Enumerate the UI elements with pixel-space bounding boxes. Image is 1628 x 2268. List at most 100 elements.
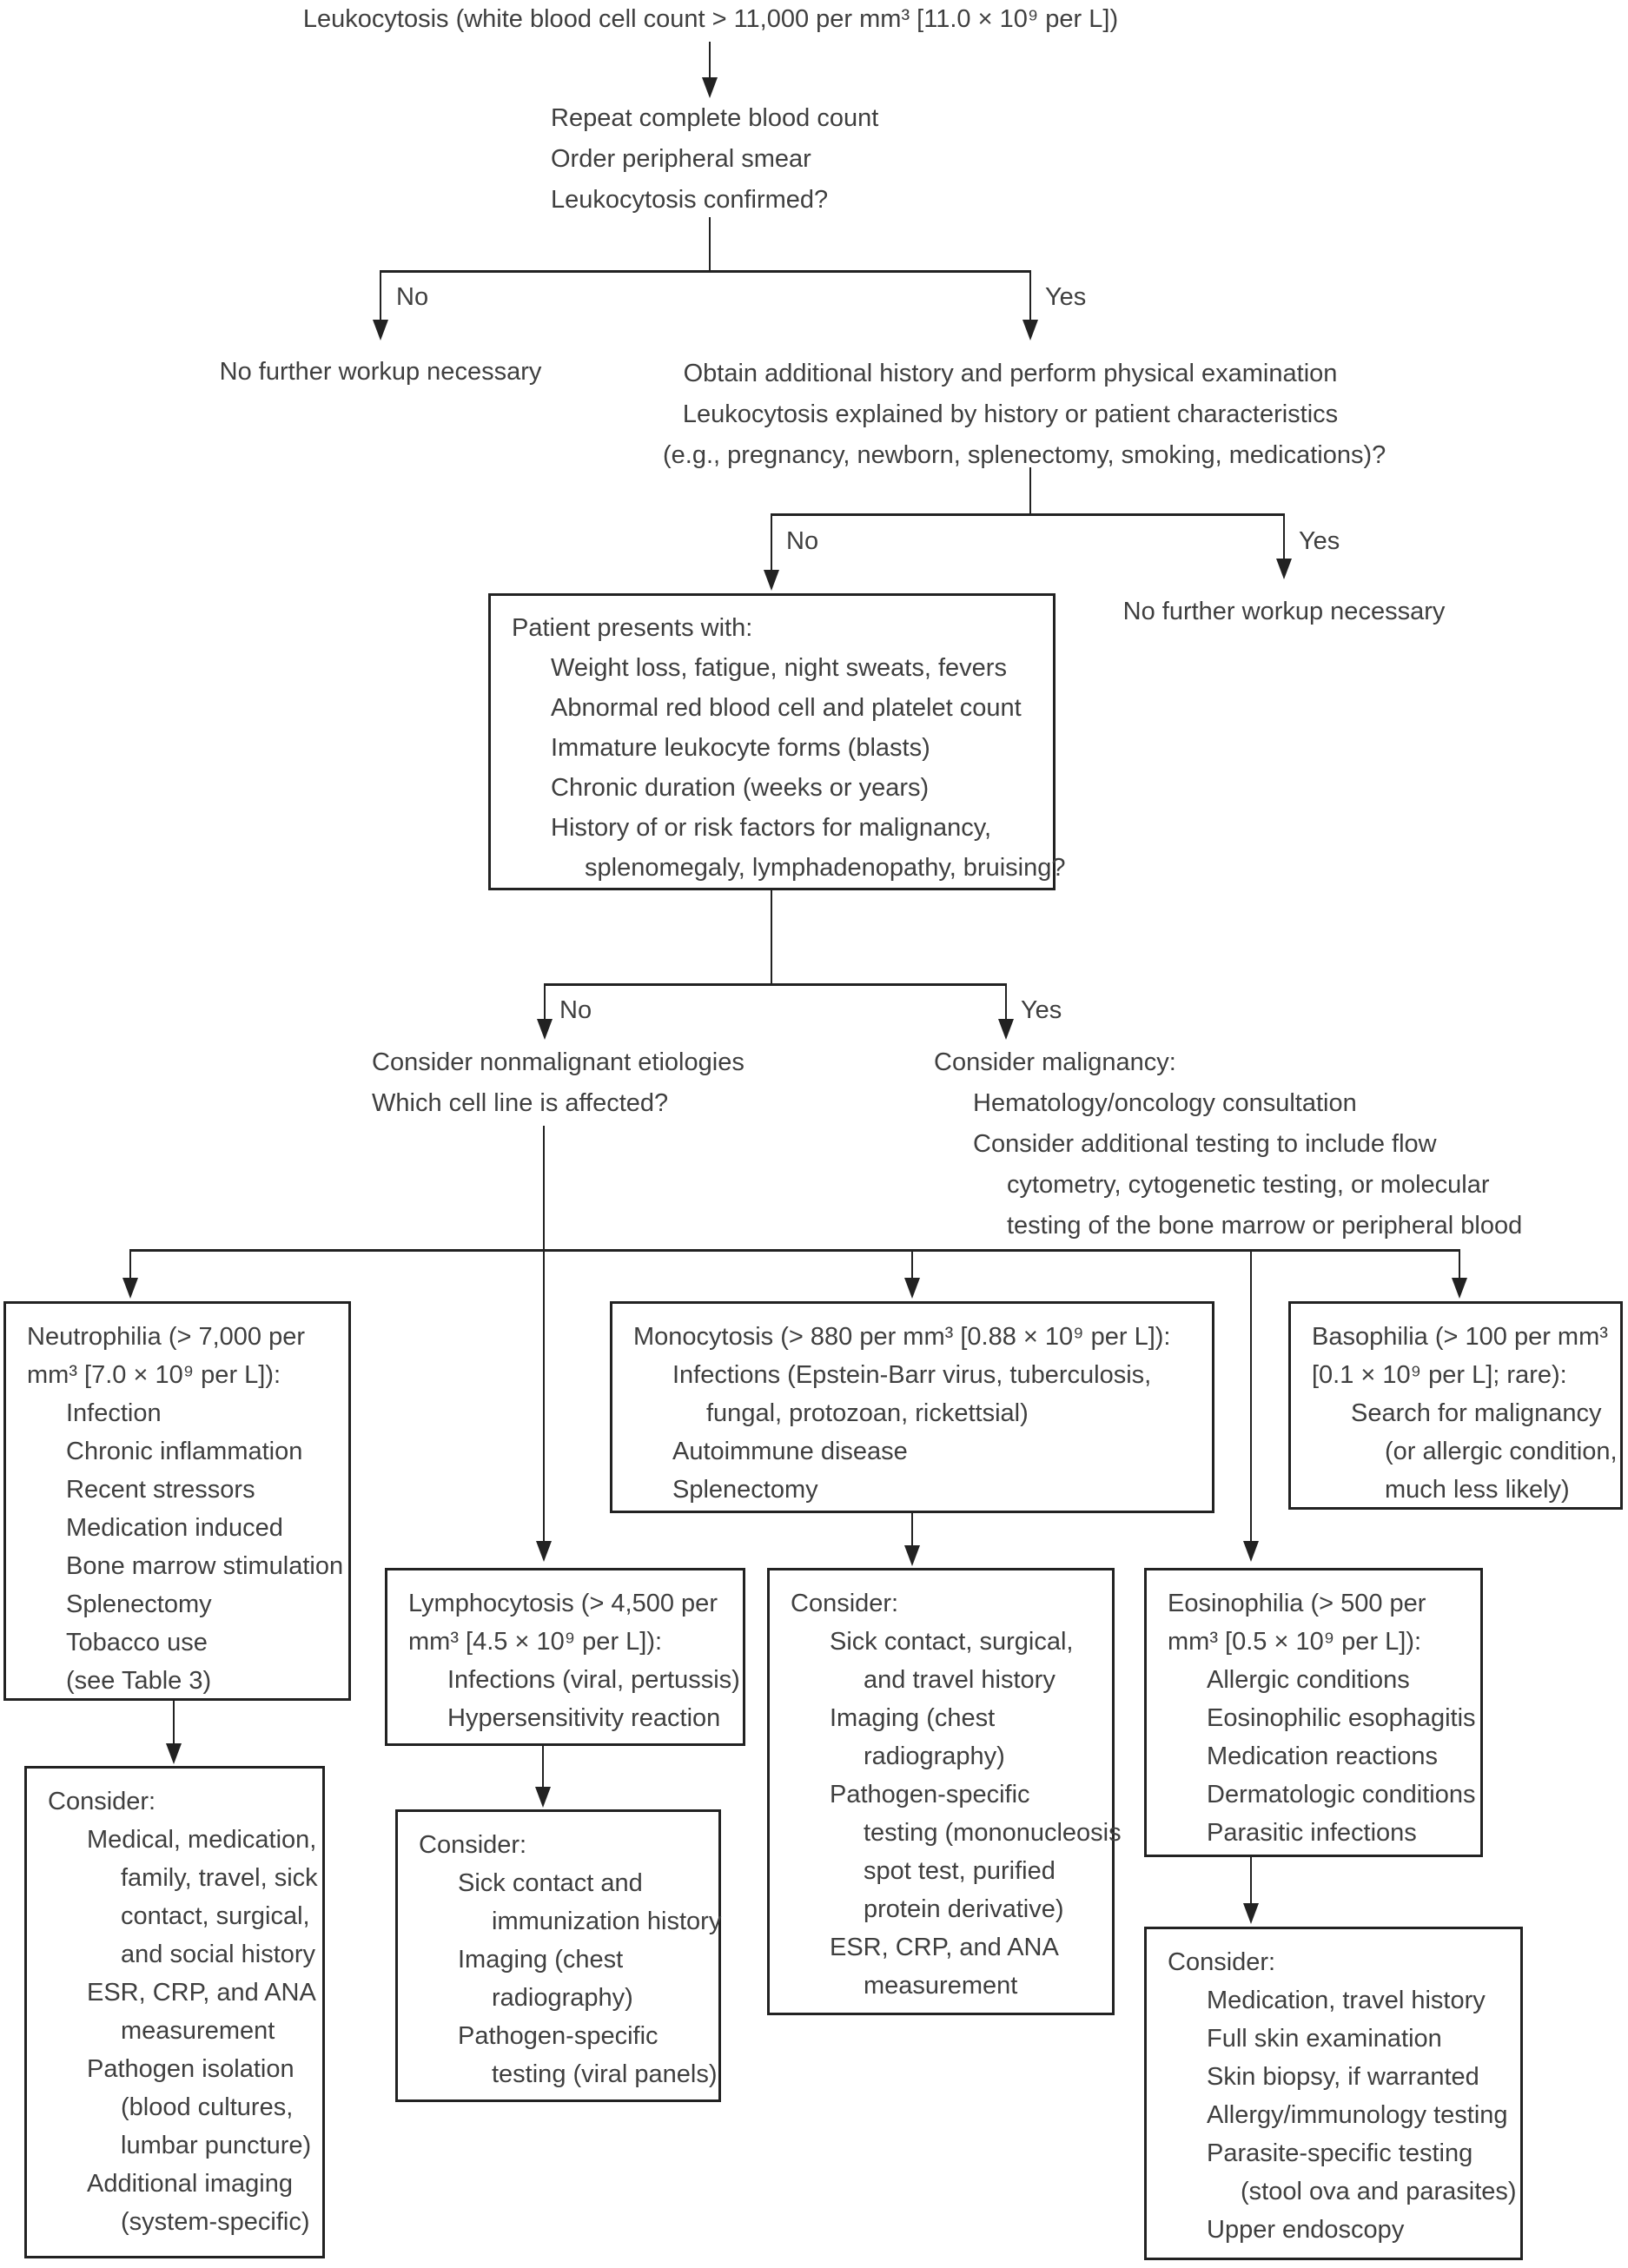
arrowhead-icon [998,1019,1014,1040]
arrowhead-icon [122,1278,138,1299]
text-line: Consider: [419,1831,527,1859]
arrowhead-icon [764,570,779,591]
text-line: Imaging (chest [458,1946,624,1974]
text-line: and travel history [864,1666,1056,1694]
arrowhead-icon [1452,1278,1467,1299]
arrowhead-icon [1243,1903,1259,1924]
text-line: Consider: [48,1788,156,1815]
flowchart-title: Leukocytosis (white blood cell count > 1… [302,5,1119,33]
text-line: Recent stressors [66,1476,255,1504]
connector-line [1250,1857,1252,1904]
text-line: protein derivative) [864,1895,1064,1923]
text-line: Consider additional testing to include f… [973,1130,1437,1158]
text-line: Parasitic infections [1207,1819,1417,1847]
basophilia-box: Basophilia (> 100 per mm³[0.1 × 10⁹ per … [1288,1301,1623,1510]
connector-line [380,270,381,321]
text-line: (or allergic condition, [1385,1438,1618,1465]
text-line: family, travel, sick [121,1864,318,1892]
connector-line [1029,270,1031,321]
text-line: Infection [66,1399,162,1427]
arrowhead-icon [166,1743,182,1764]
text-line: Leukocytosis confirmed? [551,186,829,214]
arrowhead-icon [904,1545,920,1566]
text-line: testing of the bone marrow or peripheral… [1007,1212,1523,1240]
text-line: Imaging (chest [830,1704,996,1732]
text-line: Search for malignancy [1351,1399,1602,1427]
arrowhead-icon [535,1787,551,1808]
text-line: Monocytosis (> 880 per mm³ [0.88 × 10⁹ p… [633,1323,1171,1351]
connector-line [771,513,772,571]
cell-line-rail [129,1249,1460,1252]
connector-line [1459,1249,1460,1279]
text-line: [0.1 × 10⁹ per L]; rare): [1312,1361,1567,1389]
branch2-yes-label: Yes [1299,527,1340,555]
text-line: (system-specific) [121,2208,310,2236]
connector-line [1005,983,1007,1020]
text-line: Consider nonmalignant etiologies [372,1048,745,1076]
arrowhead-icon [702,77,718,98]
text-line: Consider malignancy: [934,1048,1176,1076]
text-line: Splenectomy [672,1476,818,1504]
text-line: cytometry, cytogenetic testing, or molec… [1007,1171,1490,1199]
history-exam-step: Obtain additional history and perform ph… [663,354,1386,476]
text-line: Allergic conditions [1207,1666,1410,1694]
connector-line [543,1126,545,1541]
text-line: (stool ova and parasites) [1241,2178,1517,2205]
arrowhead-icon [904,1278,920,1299]
text-line: lumbar puncture) [121,2132,312,2159]
lymphocytosis-box: Lymphocytosis (> 4,500 per mm³ [4.5 × 10⁹… [385,1568,745,1746]
text-line: Allergy/immunology testing [1207,2101,1508,2129]
text-line: Neutrophilia (> 7,000 per [27,1323,306,1351]
text-line: measurement [864,1972,1018,2000]
consider-malignancy-text: Consider malignancy:Hematology/oncology … [934,1042,1522,1246]
text-line: immunization history [492,1908,722,1935]
text-line: Eosinophilia (> 500 per [1168,1590,1426,1617]
text-line: ESR, CRP, and ANA [87,1979,316,2007]
monocytosis-box: Monocytosis (> 880 per mm³ [0.88 × 10⁹ p… [610,1301,1214,1513]
monocytosis-consider-box: Consider: Sick contact, surgical, and trav… [767,1568,1122,2015]
text-line: Weight loss, fatigue, night sweats, feve… [551,654,1007,682]
connector-line [709,42,711,78]
text-line: Splenectomy [66,1590,212,1618]
text-line: Tobacco use [66,1629,208,1656]
text-line: Consider: [791,1590,899,1617]
text-line: radiography) [864,1742,1005,1770]
arrowhead-icon [1243,1541,1259,1562]
text-line: Sick contact, surgical, [830,1628,1074,1656]
text-line: mm³ [4.5 × 10⁹ per L]): [408,1628,663,1656]
text-line: Abnormal red blood cell and platelet cou… [551,694,1022,722]
arrowhead-icon [536,1541,552,1562]
text-line: and social history [121,1941,316,1968]
connector-line [544,983,546,1020]
text-line: Patient presents with: [512,614,753,642]
text-line: much less likely) [1385,1476,1570,1504]
arrowhead-icon [1022,320,1038,341]
text-line: Order peripheral smear [551,145,811,173]
text-line: testing (mononucleosis [864,1819,1122,1847]
text-line: mm³ [7.0 × 10⁹ per L]): [27,1361,281,1389]
text-line: Pathogen-specific [830,1781,1030,1808]
arrowhead-icon [373,320,388,341]
text-line: Which cell line is affected? [372,1089,669,1117]
connector-line [1250,1249,1252,1541]
text-line: Lymphocytosis (> 4,500 per [408,1590,718,1617]
branch1-rail [380,270,1031,273]
branch3-rail [544,983,1007,986]
text-line: Parasite-specific testing [1207,2139,1473,2167]
text-line: radiography) [492,1984,633,2012]
patient-presents-box: Patient presents with: Weight loss, fatig… [488,593,1066,890]
connector-line [1029,467,1031,516]
branch2-rail [771,513,1285,516]
text-line: spot test, purified [864,1857,1056,1885]
connector-line [771,890,772,986]
text-line: Obtain additional history and perform ph… [683,360,1338,387]
connector-line [911,1249,913,1279]
text-line: Infections (Epstein-Barr virus, tubercul… [672,1361,1152,1389]
branch1-no-label: No [396,283,429,311]
text-line: Medication, travel history [1207,1987,1486,2014]
connector-line [173,1701,175,1744]
text-line: Pathogen-specific [458,2022,658,2050]
